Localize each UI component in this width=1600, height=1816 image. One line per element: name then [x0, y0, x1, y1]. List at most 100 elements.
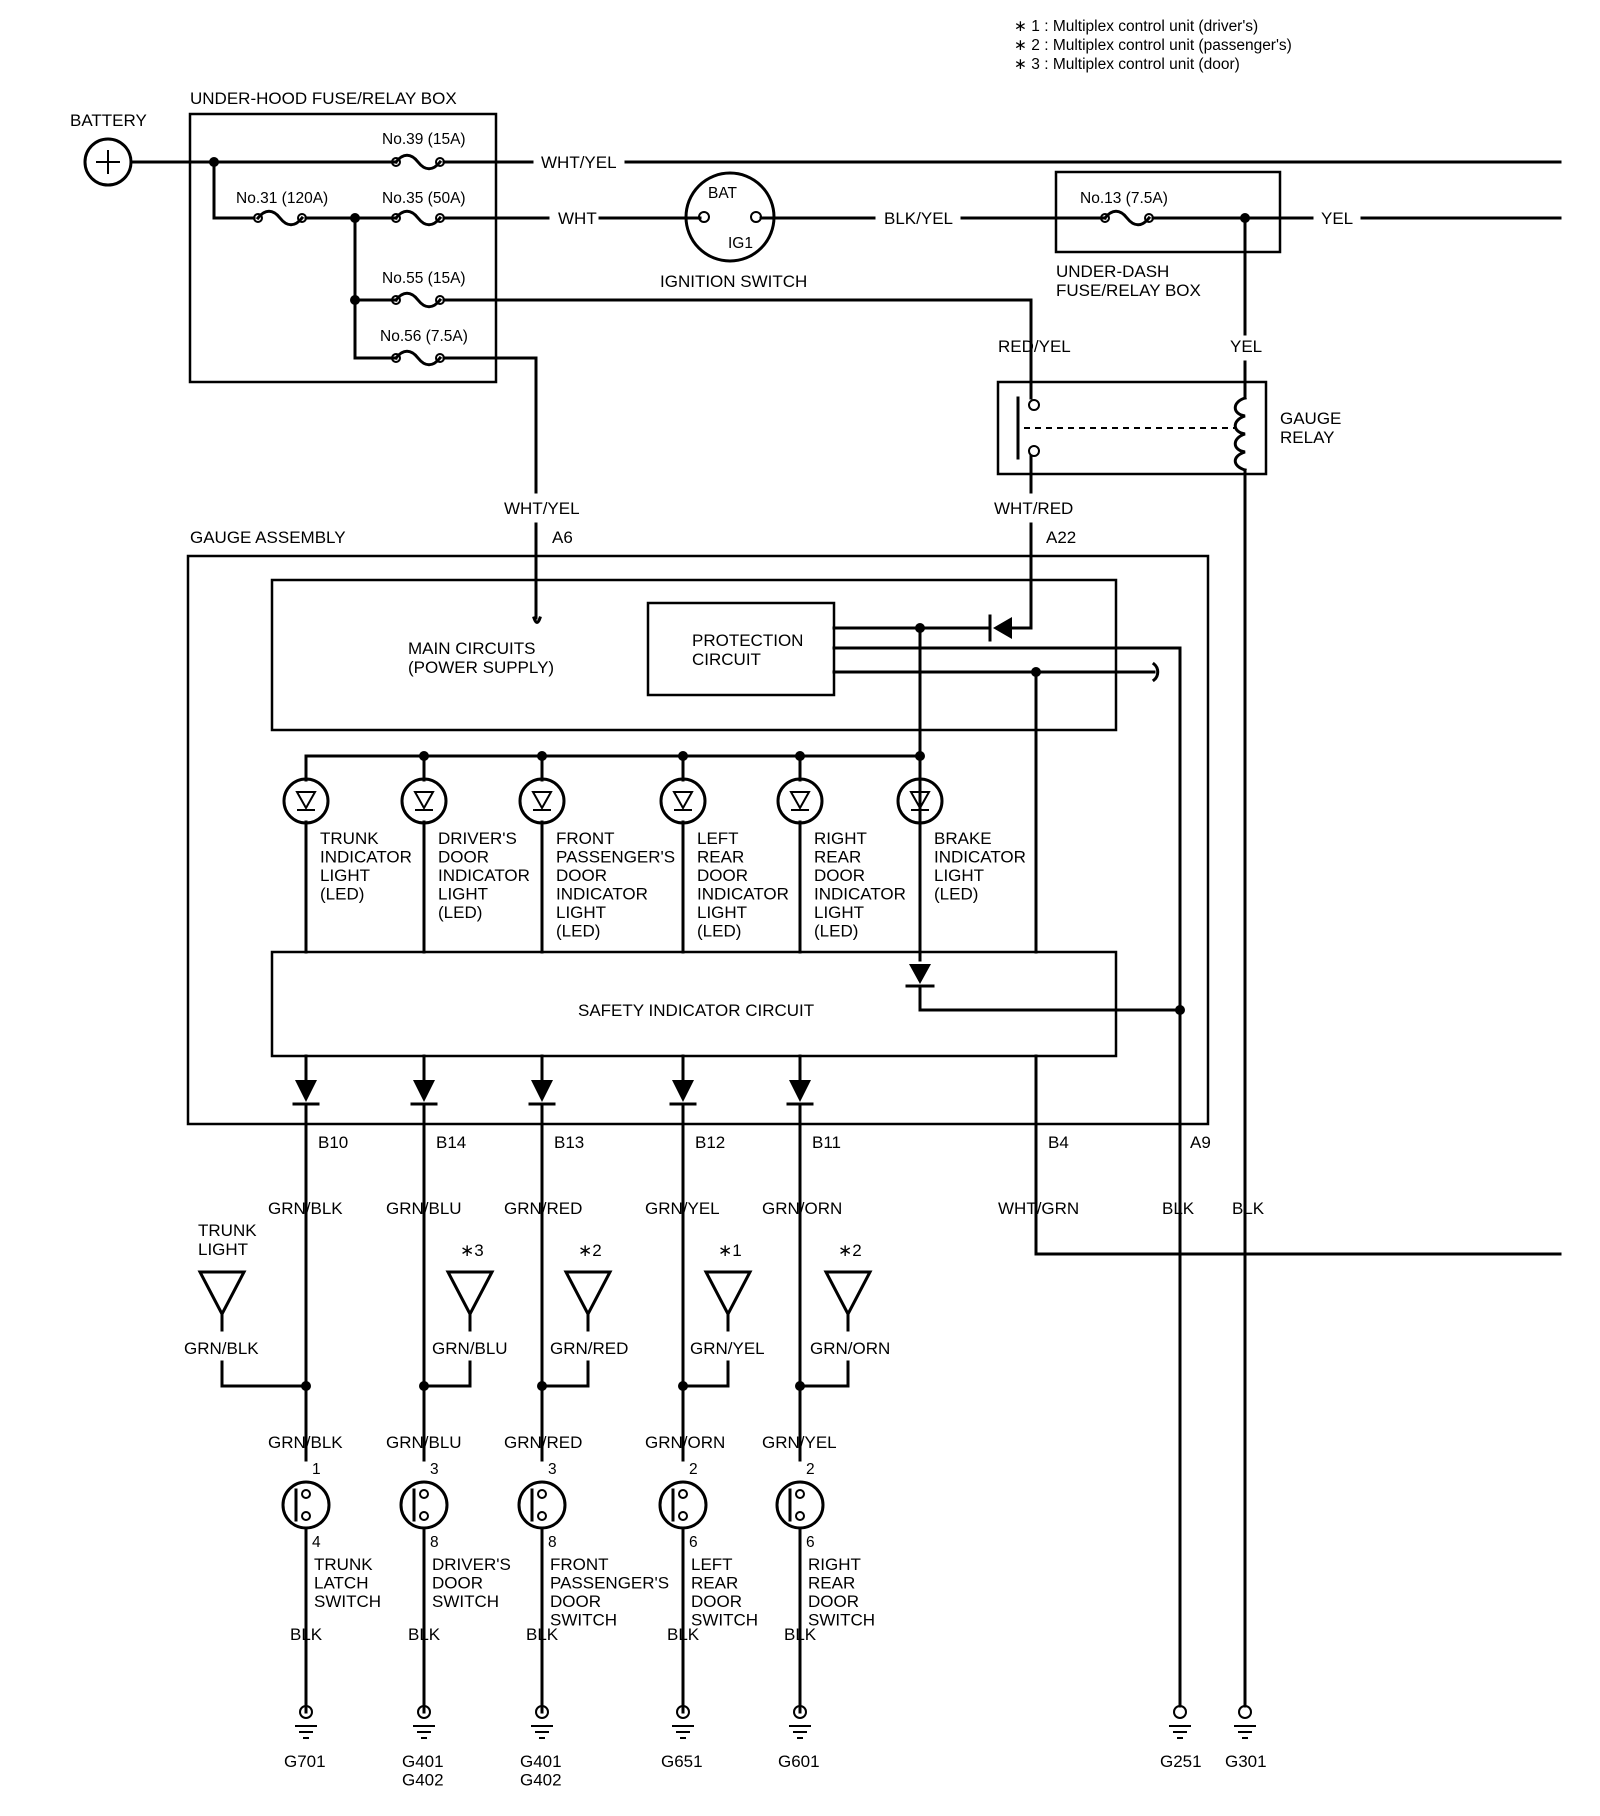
trunk-light-label-1: TRUNK	[198, 1221, 257, 1240]
switch-pin-bottom-3: 8	[548, 1534, 557, 1551]
switch-label-4-4: SWITCH	[691, 1611, 758, 1630]
ground-group-right: G251 G301	[1160, 1686, 1267, 1771]
ignition-bat-label: BAT	[708, 185, 738, 202]
main-circuits-box	[270, 578, 1118, 732]
gauge-relay: GAUGE RELAY	[996, 380, 1341, 476]
pin-b-5: B11	[812, 1133, 841, 1152]
mcu-ref-4: ∗2	[838, 1241, 862, 1260]
ground-label-2-1: G401	[402, 1752, 444, 1771]
branch-wire-3: GRN/RED	[504, 1199, 582, 1218]
mcu-ref-1: ∗3	[460, 1241, 484, 1260]
led-label-5-2: REAR	[814, 848, 861, 867]
switch-label-4-3: DOOR	[691, 1592, 742, 1611]
ground-label-5-1: G601	[778, 1752, 820, 1771]
legend-item-3: ∗ 3 : Multiplex control unit (door)	[1014, 56, 1240, 73]
switch-pin-top-1: 1	[312, 1461, 321, 1478]
led-label-2-5: (LED)	[438, 903, 482, 922]
switch-label-1-1: TRUNK	[314, 1555, 373, 1574]
led-label-2-3: INDICATOR	[438, 866, 530, 885]
switch-label-1-3: SWITCH	[314, 1592, 381, 1611]
switch-label-4-1: LEFT	[691, 1555, 733, 1574]
circuit-branch-2: B14GRN/BLU∗3GRN/BLUGRN/BLU38DRIVER'SDOOR…	[386, 1054, 511, 1790]
trunk-light-wire: GRN/BLK	[184, 1339, 259, 1358]
fuse-13-label: No.13 (7.5A)	[1080, 190, 1168, 207]
switch-pin-bottom-2: 8	[430, 1534, 439, 1551]
ground-6: G251	[1160, 1686, 1202, 1771]
switch-label-1-2: LATCH	[314, 1574, 368, 1593]
led-label-2-2: DOOR	[438, 848, 489, 867]
pin-b-1: B10	[318, 1133, 348, 1152]
main-circuits-label-2: (POWER SUPPLY)	[408, 658, 554, 677]
led-label-6-3: LIGHT	[934, 866, 984, 885]
protection-label-1: PROTECTION	[692, 631, 803, 650]
led-label-6-1: BRAKE	[934, 829, 992, 848]
pin-b4: B4	[1048, 1133, 1069, 1152]
mcu-ref-2: ∗2	[578, 1241, 602, 1260]
pin-b-2: B14	[436, 1133, 466, 1152]
led-label-3-2: PASSENGER'S	[556, 848, 675, 867]
switch-label-5-1: RIGHT	[808, 1555, 861, 1574]
wire-yel-relay: YEL	[1230, 337, 1262, 356]
underhood-fuse-box: UNDER-HOOD FUSE/RELAY BOX No.39 (15A) No…	[188, 89, 498, 384]
pin-b-3: B13	[554, 1133, 584, 1152]
led-label-4-4: INDICATOR	[697, 885, 789, 904]
ground-label-3-2: G402	[520, 1771, 562, 1790]
branch-wire-1: GRN/BLK	[268, 1199, 343, 1218]
ground-wire-2: BLK	[408, 1625, 441, 1644]
pin-a6: A6	[552, 528, 573, 547]
ground-wire-3: BLK	[526, 1625, 559, 1644]
switch-pin-top-5: 2	[806, 1461, 815, 1478]
led-label-3-4: INDICATOR	[556, 885, 648, 904]
led-group: TRUNKINDICATORLIGHT(LED)DRIVER'SDOORINDI…	[282, 754, 1026, 962]
safety-circuit-label: SAFETY INDICATOR CIRCUIT	[578, 1001, 814, 1020]
wire-wht: WHT	[558, 209, 597, 228]
mcu-ref-3: ∗1	[718, 1241, 742, 1260]
switch-pin-top-2: 3	[430, 1461, 439, 1478]
battery-label: BATTERY	[70, 111, 147, 130]
ground-label-7: G301	[1225, 1752, 1267, 1771]
trunk-light-label-2: LIGHT	[198, 1240, 248, 1259]
led-label-5-4: INDICATOR	[814, 885, 906, 904]
ground-label-6: G251	[1160, 1752, 1202, 1771]
led-label-4-3: DOOR	[697, 866, 748, 885]
legend-item-1: ∗ 1 : Multiplex control unit (driver's)	[1014, 18, 1258, 35]
switch-pin-bottom-4: 6	[689, 1534, 698, 1551]
switch-label-2-1: DRIVER'S	[432, 1555, 511, 1574]
ground-label-1-1: G701	[284, 1752, 326, 1771]
switch-label-5-3: DOOR	[808, 1592, 859, 1611]
main-circuits-label-1: MAIN CIRCUITS	[408, 639, 536, 658]
fuse-31-label: No.31 (120A)	[236, 190, 328, 207]
led-label-1-3: LIGHT	[320, 866, 370, 885]
safety-circuit-box	[270, 950, 1118, 1058]
switch-wire-3: GRN/RED	[504, 1433, 582, 1452]
wire-blk-relay: BLK	[1232, 1199, 1265, 1218]
switch-wire-1: GRN/BLK	[268, 1433, 343, 1452]
trunk-light: TRUNK LIGHT GRN/BLK	[184, 1221, 308, 1388]
ground-wire-4: BLK	[667, 1625, 700, 1644]
gauge-assembly: MAIN CIRCUITS (POWER SUPPLY) PROTECTION …	[186, 554, 1210, 1126]
led-label-3-6: (LED)	[556, 922, 600, 941]
fuse-35-label: No.35 (50A)	[382, 190, 466, 207]
led-label-4-2: REAR	[697, 848, 744, 867]
led-label-5-6: (LED)	[814, 922, 858, 941]
led-label-1-1: TRUNK	[320, 829, 379, 848]
switch-pin-bottom-1: 4	[312, 1534, 321, 1551]
wire-blk-yel: BLK/YEL	[884, 209, 953, 228]
switch-label-3-2: PASSENGER'S	[550, 1574, 669, 1593]
switch-label-5-4: SWITCH	[808, 1611, 875, 1630]
circuit-branch-5: B11GRN/ORN∗2GRN/ORNGRN/YEL26RIGHTREARDOO…	[762, 1054, 890, 1771]
led-label-4-1: LEFT	[697, 829, 739, 848]
ignition-switch-label: IGNITION SWITCH	[660, 272, 807, 291]
fuse-39-label: No.39 (15A)	[382, 131, 466, 148]
underdash-box-label-2: FUSE/RELAY BOX	[1056, 281, 1201, 300]
underdash-fuse-box: No.13 (7.5A) UNDER-DASH FUSE/RELAY BOX	[1054, 170, 1282, 300]
underhood-box-label: UNDER-HOOD FUSE/RELAY BOX	[190, 89, 457, 108]
ignition-ig1-label: IG1	[728, 235, 753, 252]
gauge-relay-label-2: RELAY	[1280, 428, 1335, 447]
switch-label-2-3: SWITCH	[432, 1592, 499, 1611]
legend-item-2: ∗ 2 : Multiplex control unit (passenger'…	[1014, 37, 1292, 54]
